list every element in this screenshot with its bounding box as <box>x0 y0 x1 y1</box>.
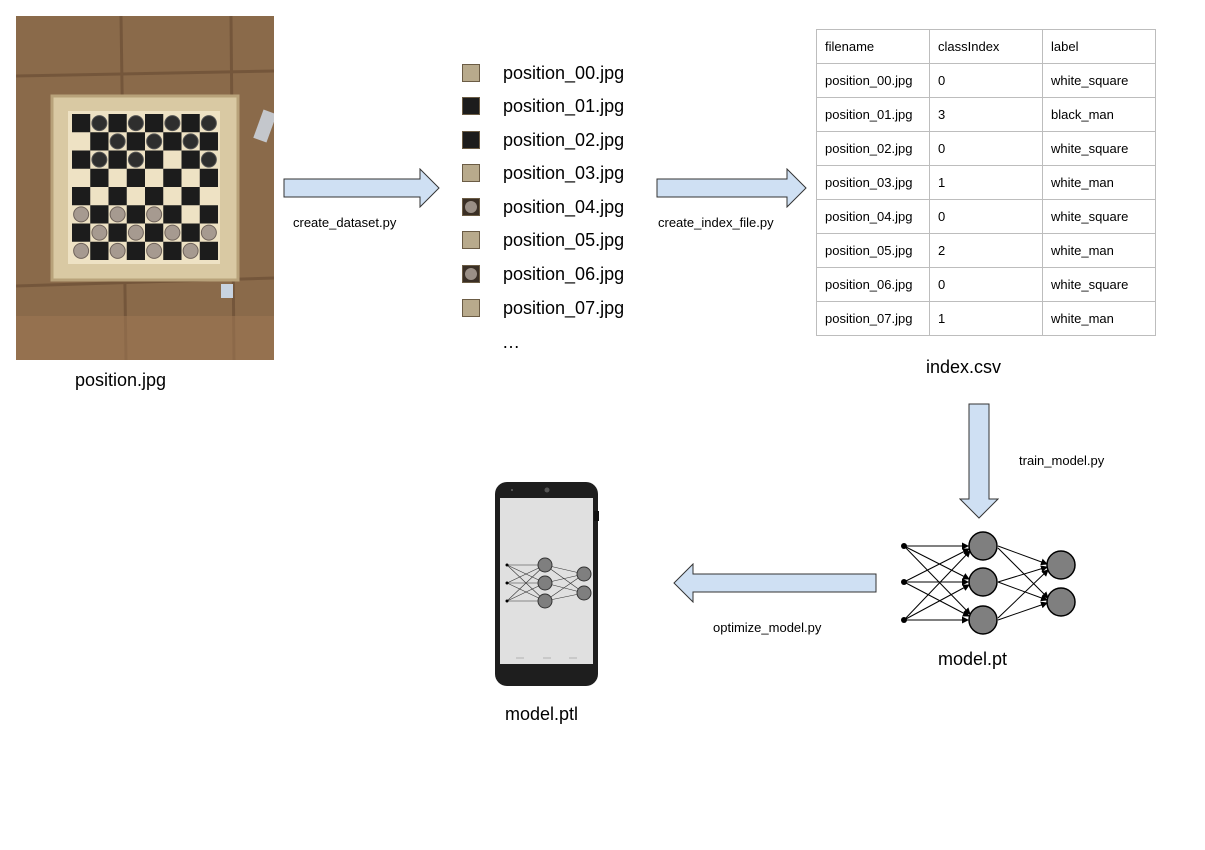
file-list-item: position_05.jpg <box>462 228 624 252</box>
cell-label: white_man <box>1042 233 1156 268</box>
table-row: position_04.jpg 0 white_square <box>816 199 1156 234</box>
cell-label: white_man <box>1042 301 1156 336</box>
square-thumbnail-icon <box>462 131 480 149</box>
file-list-item: position_04.jpg <box>462 195 624 219</box>
file-name: position_06.jpg <box>503 263 625 284</box>
file-name: position_02.jpg <box>503 129 625 150</box>
cell-filename: position_00.jpg <box>816 63 930 98</box>
table-row: position_07.jpg 1 white_man <box>816 301 1156 336</box>
create-dataset-label: create_dataset.py <box>293 215 397 230</box>
file-list-ellipsis: … <box>502 332 520 352</box>
file-list-item: position_00.jpg <box>462 61 624 85</box>
header-classindex: classIndex <box>929 29 1043 64</box>
cell-filename: position_03.jpg <box>816 165 930 200</box>
square-thumbnail-icon <box>462 231 480 249</box>
table-row: position_06.jpg 0 white_square <box>816 267 1156 302</box>
cell-filename: position_06.jpg <box>816 267 930 302</box>
header-label: label <box>1042 29 1156 64</box>
index-csv-caption: index.csv <box>926 357 1002 377</box>
optimize-model-label: optimize_model.py <box>713 620 822 635</box>
cell-classindex: 1 <box>929 165 1043 200</box>
square-thumbnail-icon <box>462 198 480 216</box>
file-name: position_05.jpg <box>503 229 625 250</box>
chessboard-photo <box>15 15 277 361</box>
file-list-item: position_01.jpg <box>462 94 624 118</box>
arrow-create-index <box>656 168 807 208</box>
arrow-train-model <box>959 403 999 519</box>
index-csv-table: filename classIndex label position_00.jp… <box>816 29 1156 336</box>
table-row: position_03.jpg 1 white_man <box>816 165 1156 200</box>
header-filename: filename <box>816 29 930 64</box>
position-jpg-caption: position.jpg <box>75 370 167 390</box>
file-list-item: position_03.jpg <box>462 161 624 185</box>
model-pt-caption: model.pt <box>938 649 1008 669</box>
cell-filename: position_02.jpg <box>816 131 930 166</box>
cell-classindex: 0 <box>929 131 1043 166</box>
file-list-item: position_06.jpg <box>462 262 624 286</box>
cell-classindex: 0 <box>929 199 1043 234</box>
cell-label: white_square <box>1042 199 1156 234</box>
table-header-row: filename classIndex label <box>816 29 1156 64</box>
file-list-item: position_02.jpg <box>462 128 624 152</box>
table-row: position_02.jpg 0 white_square <box>816 131 1156 166</box>
square-thumbnail-icon <box>462 97 480 115</box>
table-row: position_01.jpg 3 black_man <box>816 97 1156 132</box>
cell-filename: position_01.jpg <box>816 97 930 132</box>
file-name: position_03.jpg <box>503 162 625 183</box>
arrow-create-dataset <box>283 168 440 208</box>
file-name: position_01.jpg <box>503 95 625 116</box>
cell-classindex: 2 <box>929 233 1043 268</box>
file-list-item: position_07.jpg <box>462 296 624 320</box>
cell-classindex: 0 <box>929 63 1043 98</box>
table-row: position_00.jpg 0 white_square <box>816 63 1156 98</box>
cell-label: white_man <box>1042 165 1156 200</box>
phone-device <box>495 482 599 686</box>
cell-classindex: 0 <box>929 267 1043 302</box>
file-name: position_04.jpg <box>503 196 625 217</box>
cell-classindex: 1 <box>929 301 1043 336</box>
cell-filename: position_07.jpg <box>816 301 930 336</box>
cell-filename: position_05.jpg <box>816 233 930 268</box>
square-thumbnail-icon <box>462 265 480 283</box>
square-thumbnail-icon <box>462 299 480 317</box>
cell-filename: position_04.jpg <box>816 199 930 234</box>
model-ptl-caption: model.ptl <box>505 704 579 724</box>
cell-label: white_square <box>1042 131 1156 166</box>
square-thumbnail-icon <box>462 164 480 182</box>
create-index-label: create_index_file.py <box>658 215 774 230</box>
cell-label: white_square <box>1042 63 1156 98</box>
cell-label: white_square <box>1042 267 1156 302</box>
neural-network-diagram <box>901 531 1076 635</box>
cell-classindex: 3 <box>929 97 1043 132</box>
file-name: position_07.jpg <box>503 297 625 318</box>
file-name: position_00.jpg <box>503 62 625 83</box>
arrow-optimize-model <box>673 563 877 603</box>
train-model-label: train_model.py <box>1019 453 1105 468</box>
square-thumbnail-icon <box>462 64 480 82</box>
cell-label: black_man <box>1042 97 1156 132</box>
table-row: position_05.jpg 2 white_man <box>816 233 1156 268</box>
